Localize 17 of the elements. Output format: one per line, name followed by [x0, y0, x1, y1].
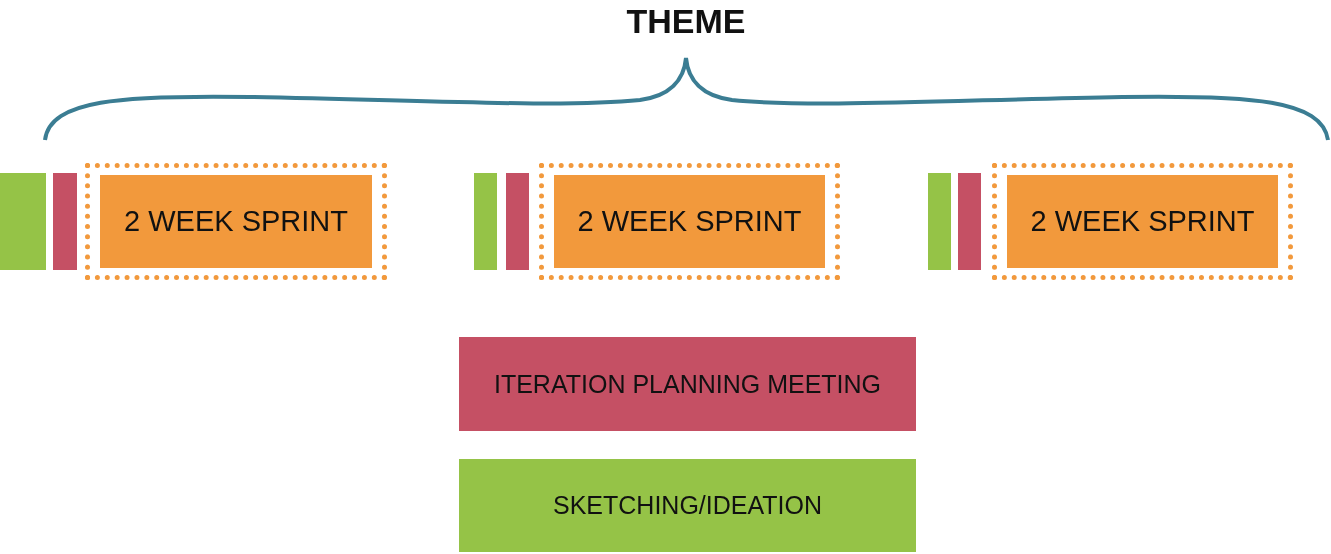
planning-bar: [506, 173, 529, 270]
sprint-box: [85, 163, 387, 280]
sprint-label: 2 WEEK SPRINT: [124, 205, 348, 238]
sprint-box: [992, 163, 1293, 280]
box-label: SKETCHING/IDEATION: [553, 491, 822, 520]
sprint-label: 2 WEEK SPRINT: [1030, 205, 1255, 238]
sketching-bar: [474, 173, 497, 270]
sketching-box: [459, 459, 916, 552]
sprint-box: [539, 163, 840, 280]
planning-box: [459, 337, 916, 431]
planning-bar: [958, 173, 981, 270]
sketching-bar: [0, 173, 46, 270]
box-label: ITERATION PLANNING MEETING: [493, 369, 882, 399]
sprint-label: 2 WEEK SPRINT: [577, 205, 802, 238]
sketching-bar: [928, 173, 951, 270]
planning-bar: [53, 173, 77, 270]
title: THEME: [625, 2, 747, 41]
